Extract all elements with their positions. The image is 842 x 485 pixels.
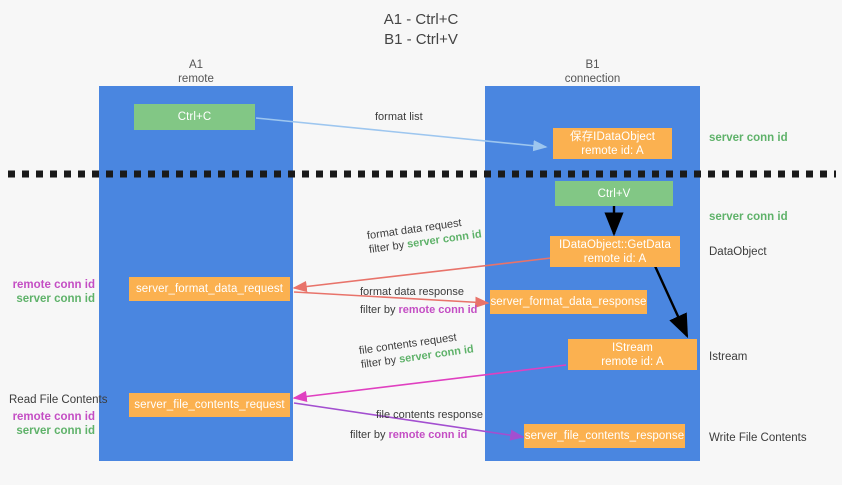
title-line-2: B1 - Ctrl+V bbox=[384, 31, 458, 48]
box-ctrl-c[interactable]: Ctrl+C bbox=[134, 104, 255, 130]
arrow-file-contents-request bbox=[292, 364, 567, 403]
box-server-file-contents-response-label: server_file_contents_response bbox=[524, 430, 685, 442]
column-b1-name: B1 bbox=[585, 59, 600, 71]
column-header-b1: B1 connection bbox=[485, 58, 700, 86]
annotation-format-data-response-line1: format data response bbox=[360, 286, 464, 298]
box-istream[interactable]: IStream remote id: A bbox=[568, 339, 697, 370]
annotation-file-contents-response-line1: file contents response bbox=[376, 409, 484, 421]
box-server-format-data-request-label: server_format_data_request bbox=[135, 283, 284, 295]
label-dataobject: DataObject bbox=[709, 246, 767, 258]
page-title: A1 - Ctrl+C B1 - Ctrl+V bbox=[0, 10, 842, 50]
box-istream-title: IStream bbox=[612, 341, 653, 354]
box-istream-subtitle: remote id: A bbox=[601, 355, 664, 368]
column-a1-name: A1 bbox=[188, 59, 204, 71]
annotation-format-data-response-filter-prefix: filter by bbox=[360, 304, 399, 316]
label-server-conn-id-top: server conn id bbox=[709, 132, 788, 144]
annotation-format-data-response-filter-value: remote conn id bbox=[398, 304, 478, 316]
box-server-file-contents-request[interactable]: server_file_contents_request bbox=[129, 393, 290, 417]
conn-stack-format: remote conn id server conn id bbox=[0, 278, 95, 306]
box-getdata[interactable]: IDataObject::GetData remote id: A bbox=[550, 236, 680, 267]
arrow-format-data-request bbox=[292, 257, 552, 293]
arrow-getdata-to-istream bbox=[653, 265, 689, 339]
conn-stack-file-remote: remote conn id bbox=[12, 411, 95, 423]
box-getdata-title: IDataObject::GetData bbox=[559, 238, 671, 251]
annotation-file-contents-response-filter-value: remote conn id bbox=[388, 429, 468, 441]
box-server-file-contents-request-label: server_file_contents_request bbox=[134, 399, 285, 411]
box-ctrl-v-label: Ctrl+V bbox=[597, 187, 631, 200]
label-server-conn-id-mid: server conn id bbox=[709, 211, 788, 223]
conn-stack-format-server: server conn id bbox=[16, 293, 95, 305]
conn-stack-format-remote: remote conn id bbox=[12, 279, 95, 291]
conn-stack-file-server: server conn id bbox=[16, 425, 95, 437]
arrow-format-data-response bbox=[293, 291, 490, 308]
title-line-1: A1 - Ctrl+C bbox=[383, 11, 459, 28]
box-server-format-data-response[interactable]: server_format_data_response bbox=[490, 290, 647, 314]
box-idataobject-store[interactable]: 保存IDataObject remote id: A bbox=[553, 128, 672, 159]
annotation-format-data-response-filter: filter by remote conn id bbox=[360, 303, 477, 317]
annotation-format-list: format list bbox=[375, 111, 423, 123]
box-ctrl-v[interactable]: Ctrl+V bbox=[555, 181, 673, 206]
annotation-format-data-response: format data response filter by remote co… bbox=[360, 285, 477, 317]
box-idataobject-store-title: 保存IDataObject bbox=[569, 130, 656, 143]
label-istream: Istream bbox=[709, 351, 748, 363]
box-server-format-data-request[interactable]: server_format_data_request bbox=[129, 277, 290, 301]
box-ctrl-c-label: Ctrl+C bbox=[177, 111, 212, 123]
annotation-file-contents-response: file contents response filter by remote … bbox=[350, 408, 484, 442]
box-server-format-data-response-label: server_format_data_response bbox=[490, 296, 647, 308]
box-getdata-subtitle: remote id: A bbox=[583, 252, 647, 265]
arrow-format-list bbox=[255, 117, 548, 152]
label-write-file-contents: Write File Contents bbox=[709, 432, 807, 444]
column-b1-role: connection bbox=[564, 73, 621, 85]
label-read-file-contents: Read File Contents bbox=[9, 394, 108, 406]
annotation-file-contents-response-filter-prefix: filter by bbox=[350, 429, 389, 441]
annotation-file-contents-response-filter: filter by remote conn id bbox=[350, 428, 483, 442]
box-server-file-contents-response[interactable]: server_file_contents_response bbox=[524, 424, 685, 448]
column-a1-role: remote bbox=[178, 73, 214, 85]
arrow-file-contents-response bbox=[293, 402, 525, 441]
column-header-a1: A1 remote bbox=[99, 58, 293, 86]
conn-stack-file: remote conn id server conn id bbox=[0, 410, 95, 438]
box-idataobject-store-subtitle: remote id: A bbox=[581, 144, 644, 157]
